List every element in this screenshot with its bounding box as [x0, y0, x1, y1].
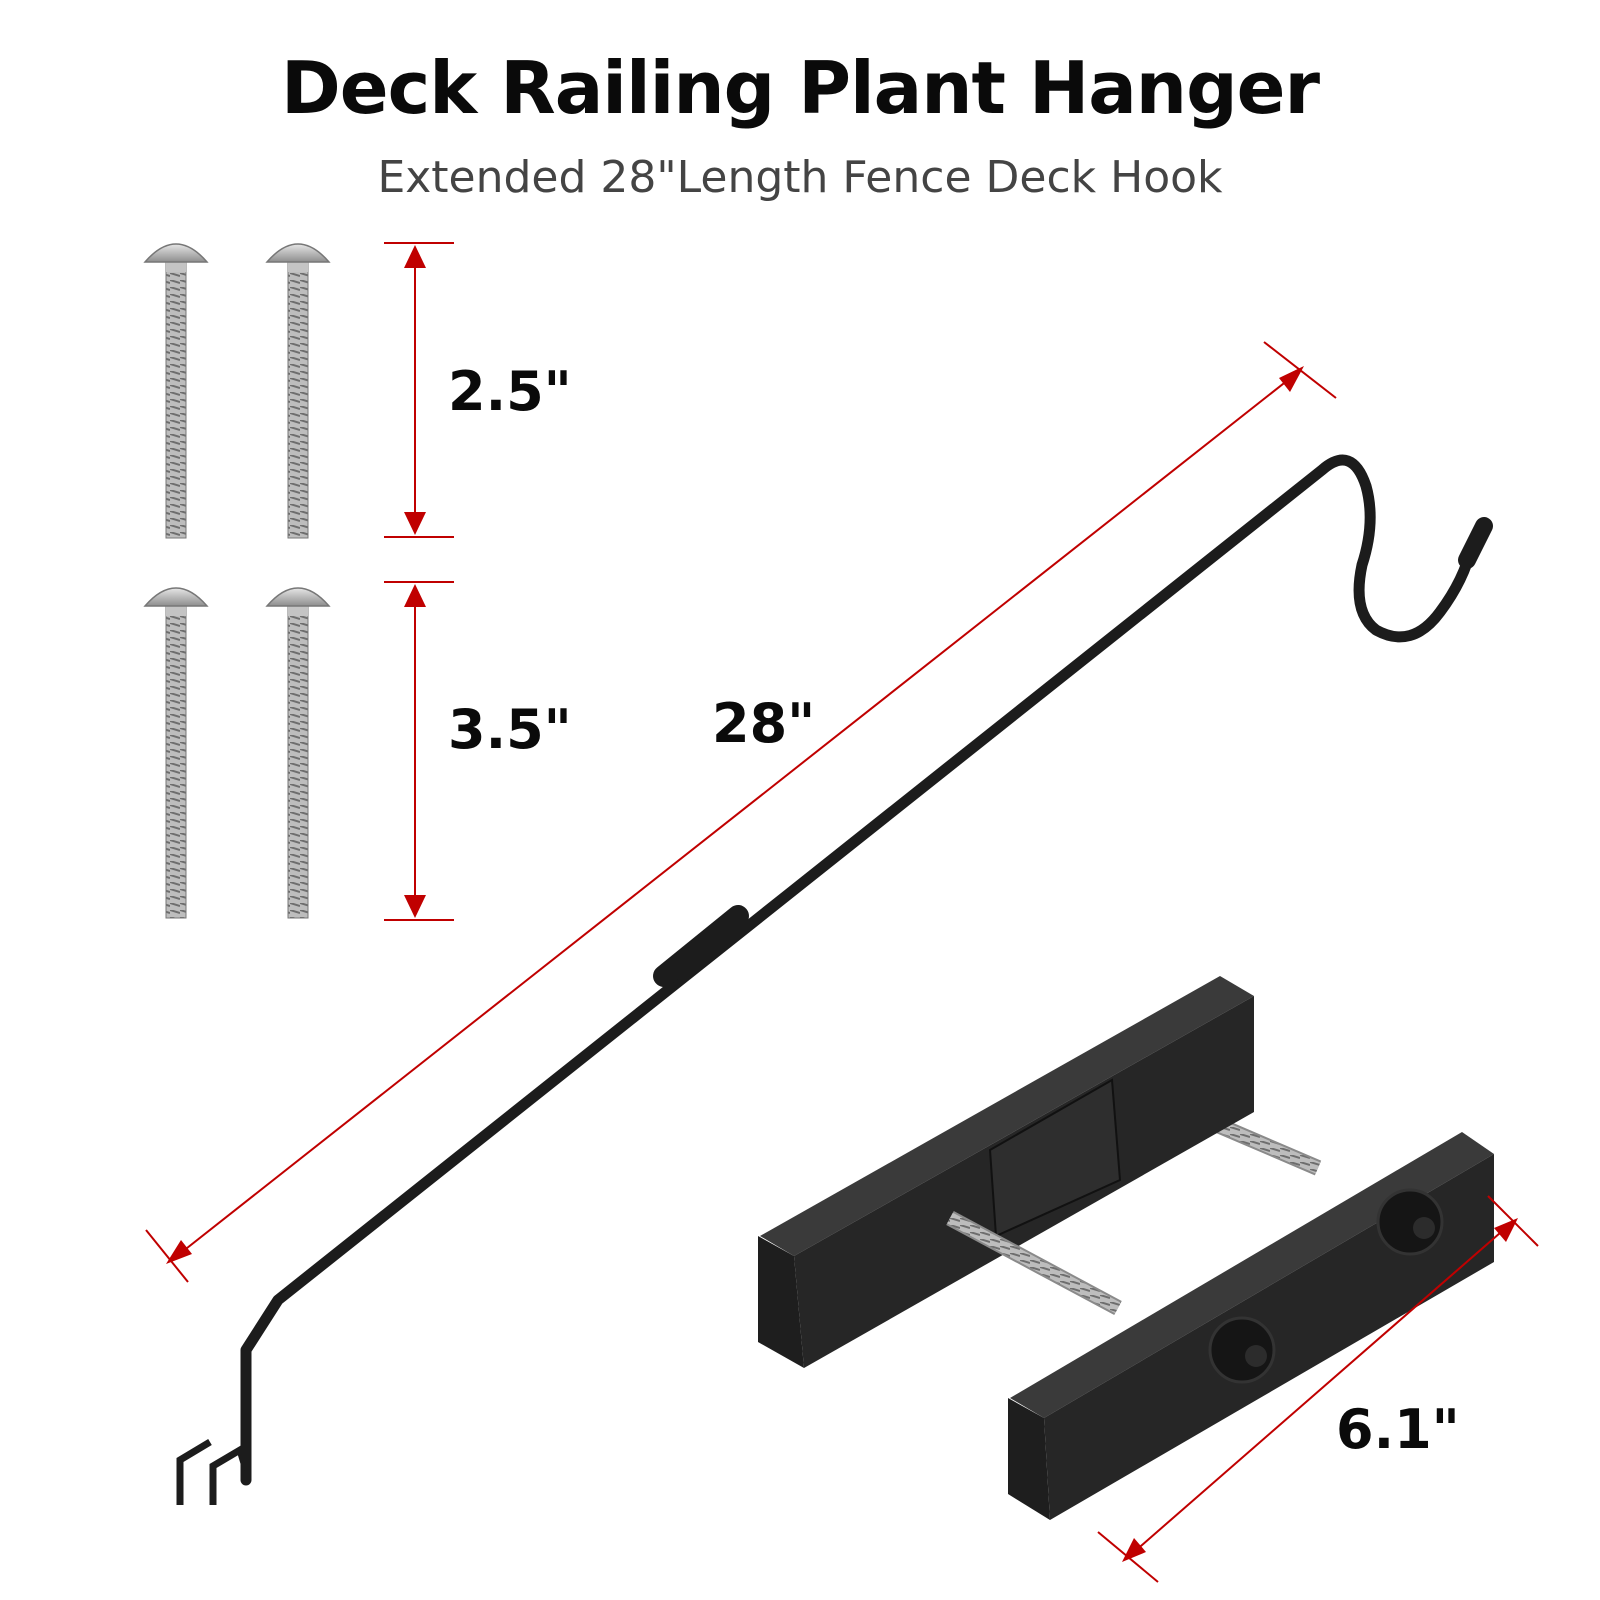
product-title: Deck Railing Plant Hanger [281, 46, 1320, 130]
dimension-line-hanger [145, 341, 1337, 1283]
railing-bracket [758, 976, 1494, 1520]
bolt-long-1 [143, 587, 209, 919]
long-bolt-length-label: 3.5" [448, 698, 572, 761]
dimension-line-short-bolt [384, 242, 454, 538]
hanger-clip [176, 1438, 250, 1505]
bolt-long-2 [265, 587, 331, 919]
bracket-length-label: 6.1" [1336, 1398, 1460, 1461]
product-subtitle: Extended 28"Length Fence Deck Hook [377, 152, 1223, 203]
bolt-short-1 [143, 243, 209, 539]
bolt-short-2 [265, 243, 331, 539]
dimension-line-long-bolt [384, 581, 454, 921]
short-bolt-length-label: 2.5" [448, 360, 572, 423]
dimension-line-bracket [1097, 1195, 1539, 1583]
hanger-rod [240, 454, 1493, 1486]
hanger-length-label: 28" [712, 692, 816, 755]
